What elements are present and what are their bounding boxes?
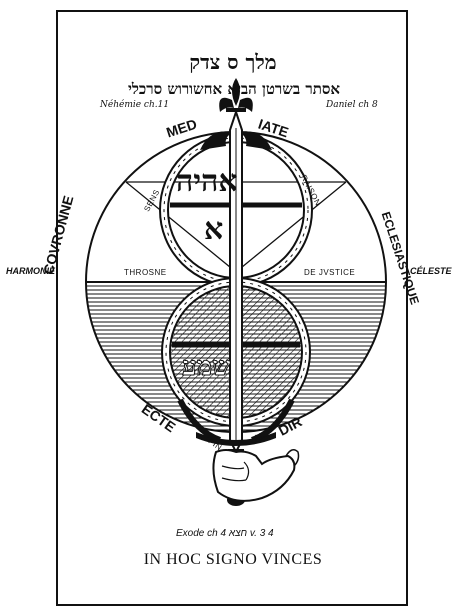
hebrew-title-line1: מלך ס צדק: [189, 50, 277, 74]
right-reference-note: Daniel ch 8: [326, 100, 378, 110]
exodus-reference: Exode ch 4 חצא v. 3 4: [176, 528, 274, 539]
hebrew-title-line2: אסתר בשרטן הביא אחשורוש סרכלי: [127, 80, 341, 98]
word-celeste: CÉLESTE: [410, 266, 452, 276]
serpent-tail-left: [177, 398, 222, 443]
upper-right-ray: [235, 181, 347, 273]
serpent-head-left: [200, 131, 232, 150]
serpent-head-right: [240, 131, 272, 150]
upper-left-ray: [125, 181, 237, 273]
lower-divine-name: שמע: [182, 352, 232, 383]
upper-aleph-letter: א: [204, 212, 224, 247]
sword-crossguard: [196, 432, 276, 446]
word-justice: DE JVSTICE: [304, 268, 356, 277]
upper-divine-name: אהיה: [176, 164, 238, 199]
left-reference-note: Néhémie ch.11: [100, 100, 170, 110]
word-harmonie: HARMONIE: [6, 266, 55, 276]
serpent-tail-right: [250, 398, 295, 443]
motto-in-hoc-signo-vinces: IN HOC SIGNO VINCES: [143, 551, 323, 568]
hand-icon: [212, 449, 300, 502]
word-throsne: THROSNE: [124, 268, 167, 277]
fleur-de-lis-icon: [219, 78, 253, 112]
